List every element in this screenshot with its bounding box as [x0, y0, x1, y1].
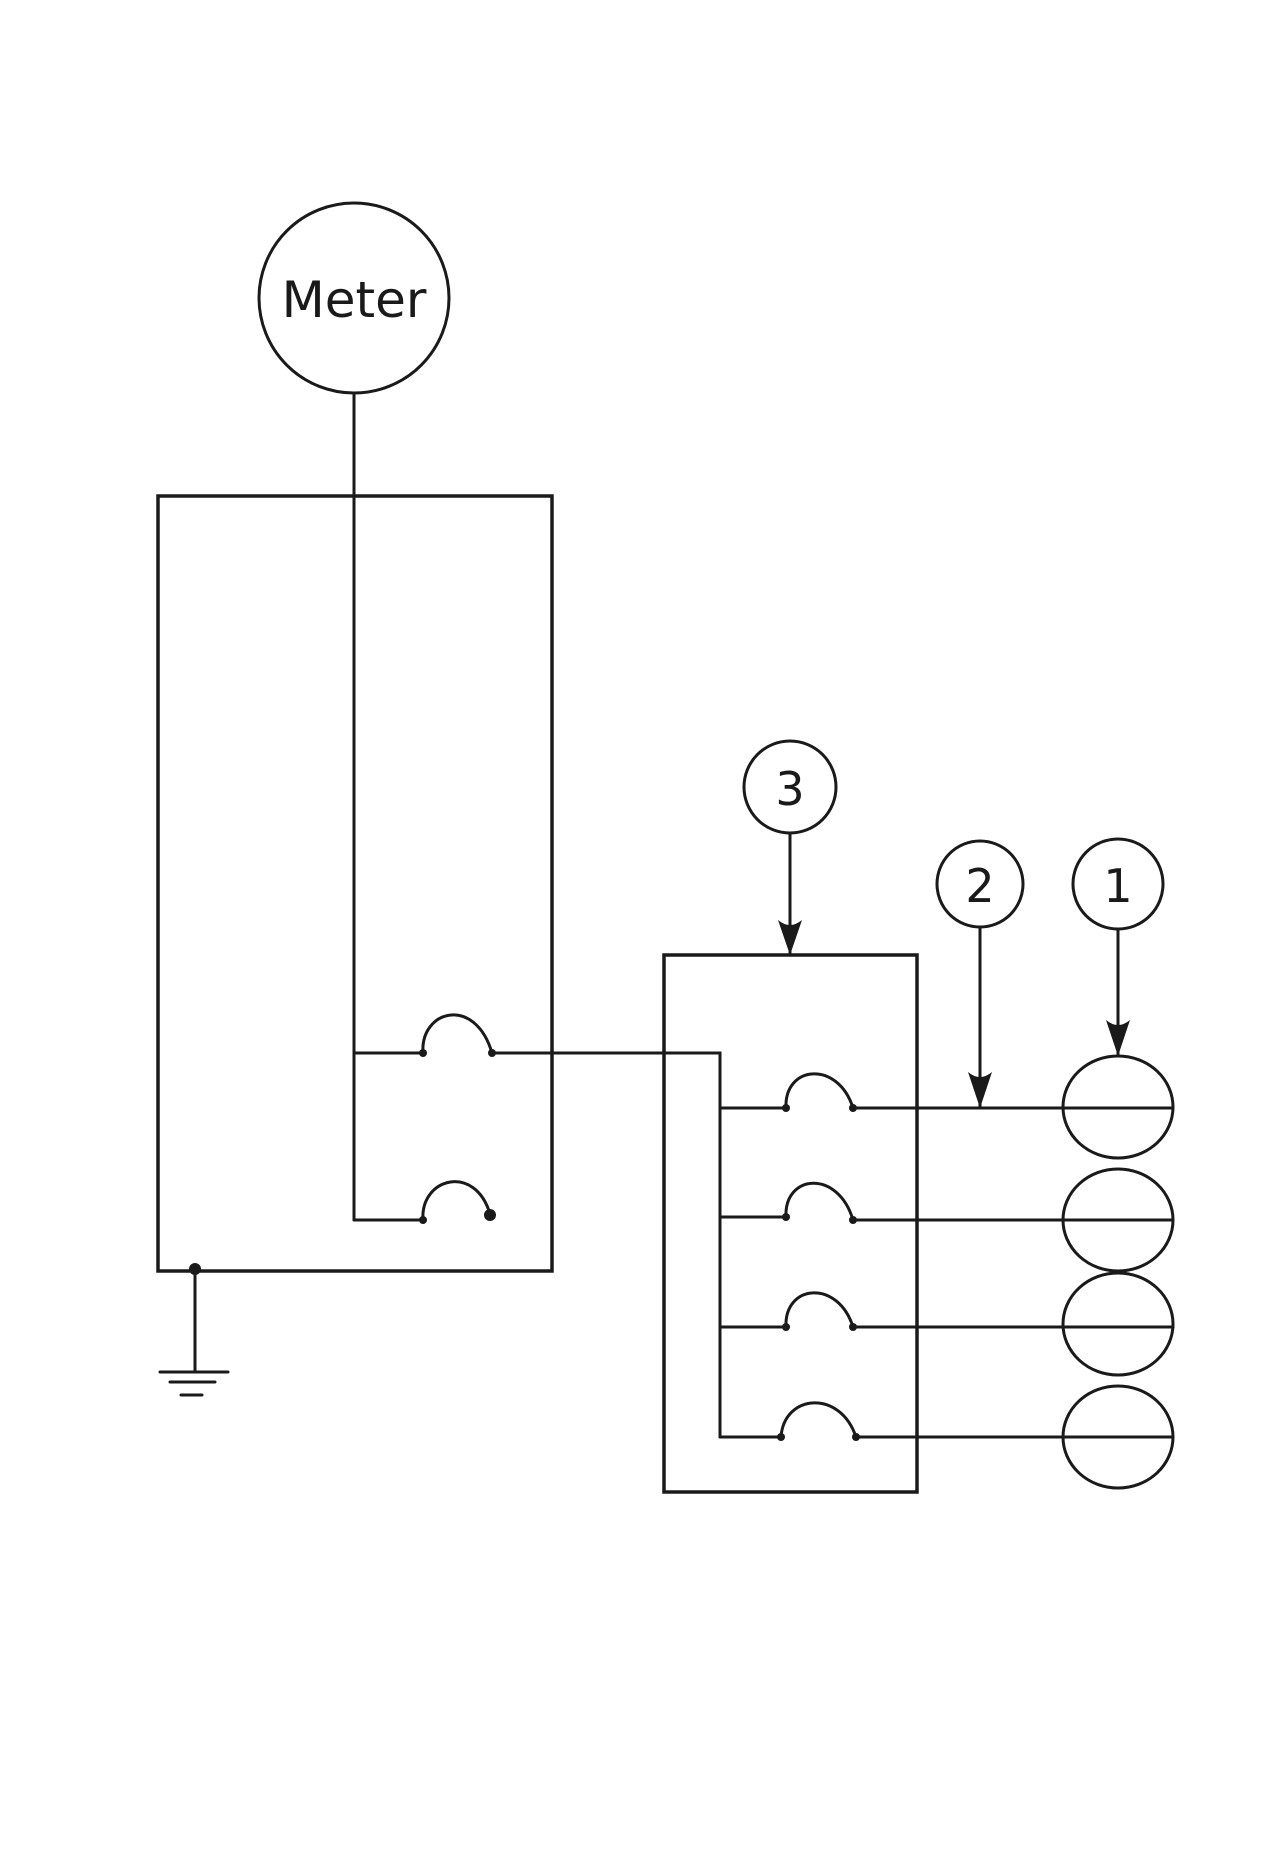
sub-breaker-3 [718, 1291, 857, 1331]
sub-breaker-1 [718, 1072, 857, 1112]
meter-label: Meter [282, 271, 427, 329]
callout-2-label: 2 [965, 859, 994, 913]
main-panel [156, 494, 554, 1273]
meter: Meter [257, 201, 451, 395]
sub-panel [662, 953, 919, 1494]
load-2 [1061, 1167, 1175, 1273]
main-breaker-2 [352, 1180, 496, 1224]
sub-panel-feeder [490, 1051, 722, 1439]
callout-1-label: 1 [1103, 859, 1132, 913]
ground-icon [158, 1263, 230, 1397]
meter-circle [257, 201, 451, 395]
callout-3: 3 [742, 739, 838, 955]
load-4 [1061, 1384, 1175, 1490]
load-3 [1061, 1271, 1175, 1377]
callout-2: 2 [935, 839, 1025, 1108]
sub-breaker-2 [718, 1181, 857, 1224]
main-breaker-1 [352, 1013, 496, 1057]
callout-3-label: 3 [775, 762, 804, 816]
callout-1: 1 [1071, 837, 1165, 1056]
sub-breaker-4 [718, 1401, 860, 1441]
